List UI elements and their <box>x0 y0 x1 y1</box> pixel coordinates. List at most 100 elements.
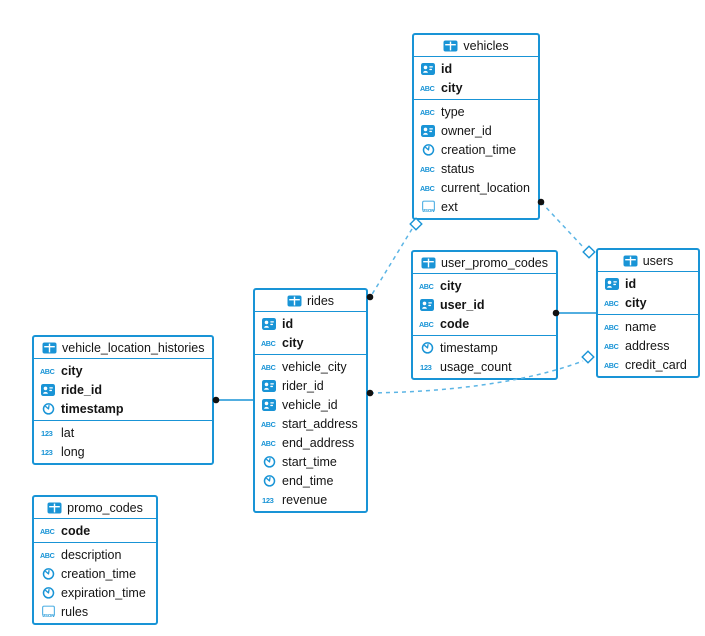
json-icon: JSON <box>419 200 437 213</box>
field-name: city <box>282 335 304 350</box>
table-title: rides <box>306 293 335 308</box>
field-name: address <box>625 338 670 353</box>
field-name: revenue <box>282 492 328 507</box>
clock-icon <box>39 567 57 580</box>
svg-text:JSON: JSON <box>42 613 54 618</box>
field-row-creation_time[interactable]: creation_time <box>414 140 538 159</box>
field-name: expiration_time <box>61 585 146 600</box>
field-row-name[interactable]: ABC name <box>598 317 698 336</box>
svg-text:ABC: ABC <box>420 165 435 174</box>
123-number-icon: 123 <box>260 495 278 505</box>
field-row-rider_id[interactable]: rider_id <box>255 376 366 395</box>
abc-text-icon: ABC <box>419 183 437 193</box>
svg-text:123: 123 <box>262 496 274 505</box>
clock-icon <box>419 143 437 156</box>
field-row-end_time[interactable]: end_time <box>255 471 366 490</box>
field-row-id[interactable]: id <box>414 59 538 78</box>
svg-text:ABC: ABC <box>40 551 55 560</box>
abc-text-icon: ABC <box>419 164 437 174</box>
field-row-start_time[interactable]: start_time <box>255 452 366 471</box>
field-row-ext[interactable]: JSON ext <box>414 197 538 216</box>
svg-text:ABC: ABC <box>40 527 55 536</box>
table-title: promo_codes <box>67 500 143 515</box>
table-header-vehicle_location_histories[interactable]: vehicle_location_histories <box>34 337 213 359</box>
field-name: start_time <box>282 454 337 469</box>
field-row-vehicle_id[interactable]: vehicle_id <box>255 395 366 414</box>
table-header-user_promo_codes[interactable]: user_promo_codes <box>413 252 557 274</box>
field-row-id[interactable]: id <box>255 314 366 333</box>
abc-text-icon: ABC <box>603 322 621 332</box>
relationship-diamond-marker <box>581 350 595 364</box>
field-row-credit_card[interactable]: ABC credit_card <box>598 355 698 374</box>
field-row-expiration_time[interactable]: expiration_time <box>34 583 156 602</box>
relationship-vehicles-users[interactable] <box>540 201 585 249</box>
field-name: timestamp <box>440 340 498 355</box>
field-row-timestamp[interactable]: timestamp <box>413 338 556 357</box>
field-name: name <box>625 319 657 334</box>
field-name: rider_id <box>282 378 324 393</box>
svg-text:ABC: ABC <box>261 339 276 348</box>
table-title: vehicles <box>463 38 509 53</box>
table-header-vehicles[interactable]: vehicles <box>414 35 538 57</box>
svg-text:ABC: ABC <box>420 184 435 193</box>
field-name: usage_count <box>440 359 512 374</box>
table-header-rides[interactable]: rides <box>255 290 366 312</box>
table-title: vehicle_location_histories <box>62 340 205 355</box>
field-row-revenue[interactable]: 123 revenue <box>255 490 366 509</box>
field-row-id[interactable]: id <box>598 274 698 293</box>
field-name: credit_card <box>625 357 687 372</box>
table-icon <box>47 502 62 514</box>
field-row-owner_id[interactable]: owner_id <box>414 121 538 140</box>
field-name: type <box>441 104 465 119</box>
field-row-user_id[interactable]: user_id <box>413 295 556 314</box>
clock-icon <box>39 402 57 415</box>
field-name: rules <box>61 604 89 619</box>
id-card-icon <box>260 379 278 392</box>
123-number-icon: 123 <box>39 428 57 438</box>
table-icon <box>287 295 302 307</box>
field-name: owner_id <box>441 123 492 138</box>
field-row-timestamp[interactable]: timestamp <box>34 399 212 418</box>
field-row-creation_time[interactable]: creation_time <box>34 564 156 583</box>
field-name: end_time <box>282 473 334 488</box>
relationship-rides-vehicles[interactable] <box>370 228 413 297</box>
field-name: city <box>625 295 647 310</box>
table-header-users[interactable]: users <box>598 250 698 272</box>
svg-text:ABC: ABC <box>604 361 619 370</box>
table-header-promo_codes[interactable]: promo_codes <box>34 497 156 519</box>
relationship-rides-users[interactable] <box>369 360 584 394</box>
field-name: user_id <box>440 297 485 312</box>
field-name: vehicle_city <box>282 359 347 374</box>
field-row-rules[interactable]: JSON rules <box>34 602 156 621</box>
field-row-ride_id[interactable]: ride_id <box>34 380 212 399</box>
field-row-city[interactable]: ABC city <box>255 333 366 352</box>
svg-text:123: 123 <box>41 429 53 438</box>
field-name: ext <box>441 199 458 214</box>
relationship-diamond-marker <box>582 245 596 259</box>
